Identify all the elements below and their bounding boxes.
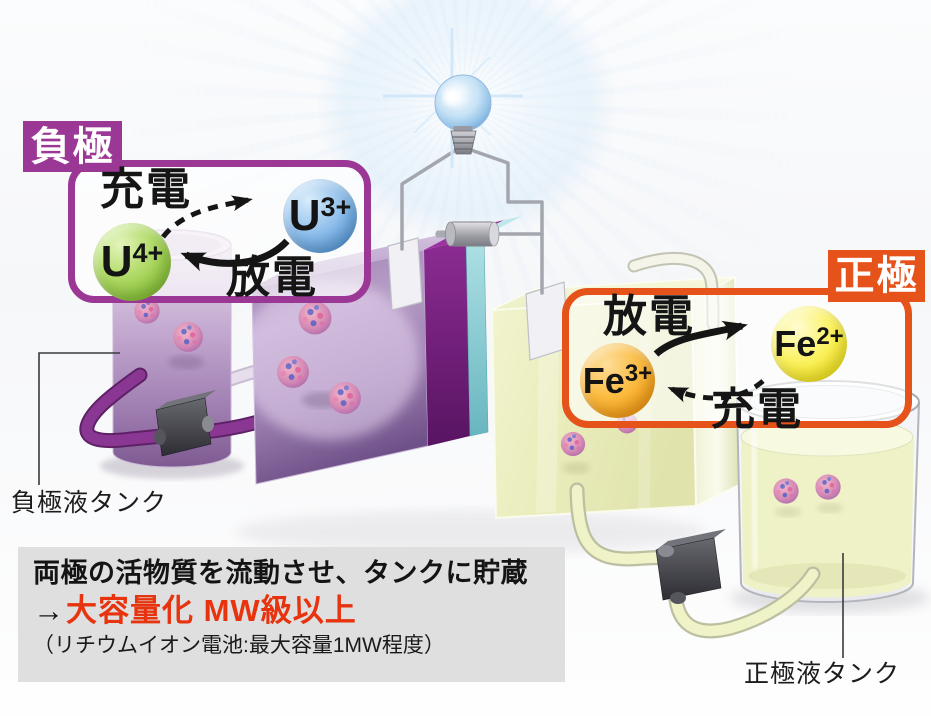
electrolyte-particle: [173, 322, 203, 352]
negative-current-collector-plate: [387, 237, 423, 311]
negative-half-cell: [251, 230, 462, 485]
electrolyte-particle: [815, 474, 841, 500]
positive-discharge-label: 放電: [603, 292, 695, 341]
caption-line2: →大容量化 MW級以上: [33, 592, 550, 629]
negative-electrode-tab: 負極: [23, 121, 122, 172]
positive-tank-label: 正極液タンク: [744, 660, 901, 688]
load-resistor: [436, 221, 500, 247]
electrolyte-particle: [773, 478, 799, 504]
ion-symbol: Fe: [774, 323, 817, 364]
electrolyte-particle: [298, 301, 332, 335]
caption-box: 両極の活物質を流動させ、タンクに貯蔵 →大容量化 MW級以上 （リチウムイオン電…: [18, 547, 565, 682]
ion-valence: 3+: [320, 191, 352, 222]
caption-note: （リチウムイオン電池:最大容量1MW程度）: [33, 634, 445, 657]
caption-arrow: →: [33, 593, 65, 628]
ion-symbol: U: [288, 191, 321, 240]
positive-charge-label: 充電: [711, 385, 803, 434]
positive-pipe: [569, 482, 821, 639]
positive-electrode-tab: 正極: [828, 250, 925, 302]
positive-pump: [655, 529, 726, 604]
negative-charge-label: 充電: [100, 165, 192, 214]
ion-valence: 4+: [132, 237, 164, 268]
ion-symbol: Fe: [582, 359, 625, 401]
ion-symbol: U: [100, 237, 133, 286]
caption-highlight: 大容量化 MW級以上: [66, 593, 357, 628]
ion-valence: 2+: [816, 323, 844, 350]
electrolyte-particle: [277, 356, 309, 388]
negative-pump: [154, 390, 216, 457]
negative-tank-label: 負極液タンク: [11, 489, 168, 517]
ion-valence: 3+: [624, 359, 653, 387]
negative-discharge-label: 放電: [226, 253, 318, 302]
negative-tank-leader-line: [38, 352, 120, 485]
negative-pipe: [79, 367, 300, 449]
electrolyte-particle: [560, 431, 586, 457]
caption-line1: 両極の活物質を流動させ、タンクに貯蔵: [33, 558, 528, 588]
electrolyte-particle: [329, 382, 361, 414]
light-bulb: [383, 28, 523, 168]
label-leader-lines: [38, 352, 844, 658]
